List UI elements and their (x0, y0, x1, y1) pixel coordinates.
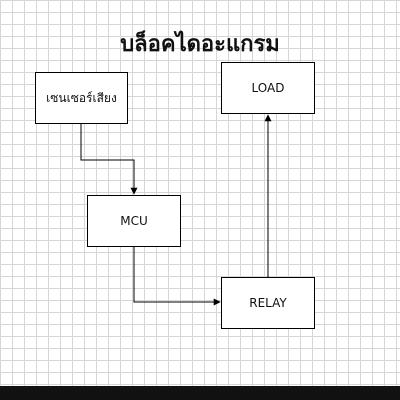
block-load[interactable]: LOAD (221, 62, 315, 114)
arrow-sensor-to-mcu (80, 124, 138, 195)
connector-lines (80, 114, 272, 306)
block-sound-sensor-label: เซนเซอร์เสียง (46, 90, 117, 105)
block-sound-sensor[interactable]: เซนเซอร์เสียง (35, 72, 128, 124)
arrow-mcu-to-relay (133, 247, 221, 306)
block-relay-label: RELAY (249, 296, 287, 310)
diagram-canvas: บล็อคไดอะแกรม เซนเซอร์เสียง MCU RELAY LO… (0, 0, 400, 386)
block-mcu-label: MCU (120, 214, 148, 228)
block-mcu[interactable]: MCU (87, 195, 181, 247)
bottom-frame (0, 386, 400, 400)
block-load-label: LOAD (251, 81, 285, 95)
block-relay[interactable]: RELAY (221, 277, 315, 329)
diagram-title: บล็อคไดอะแกรม (120, 32, 280, 57)
